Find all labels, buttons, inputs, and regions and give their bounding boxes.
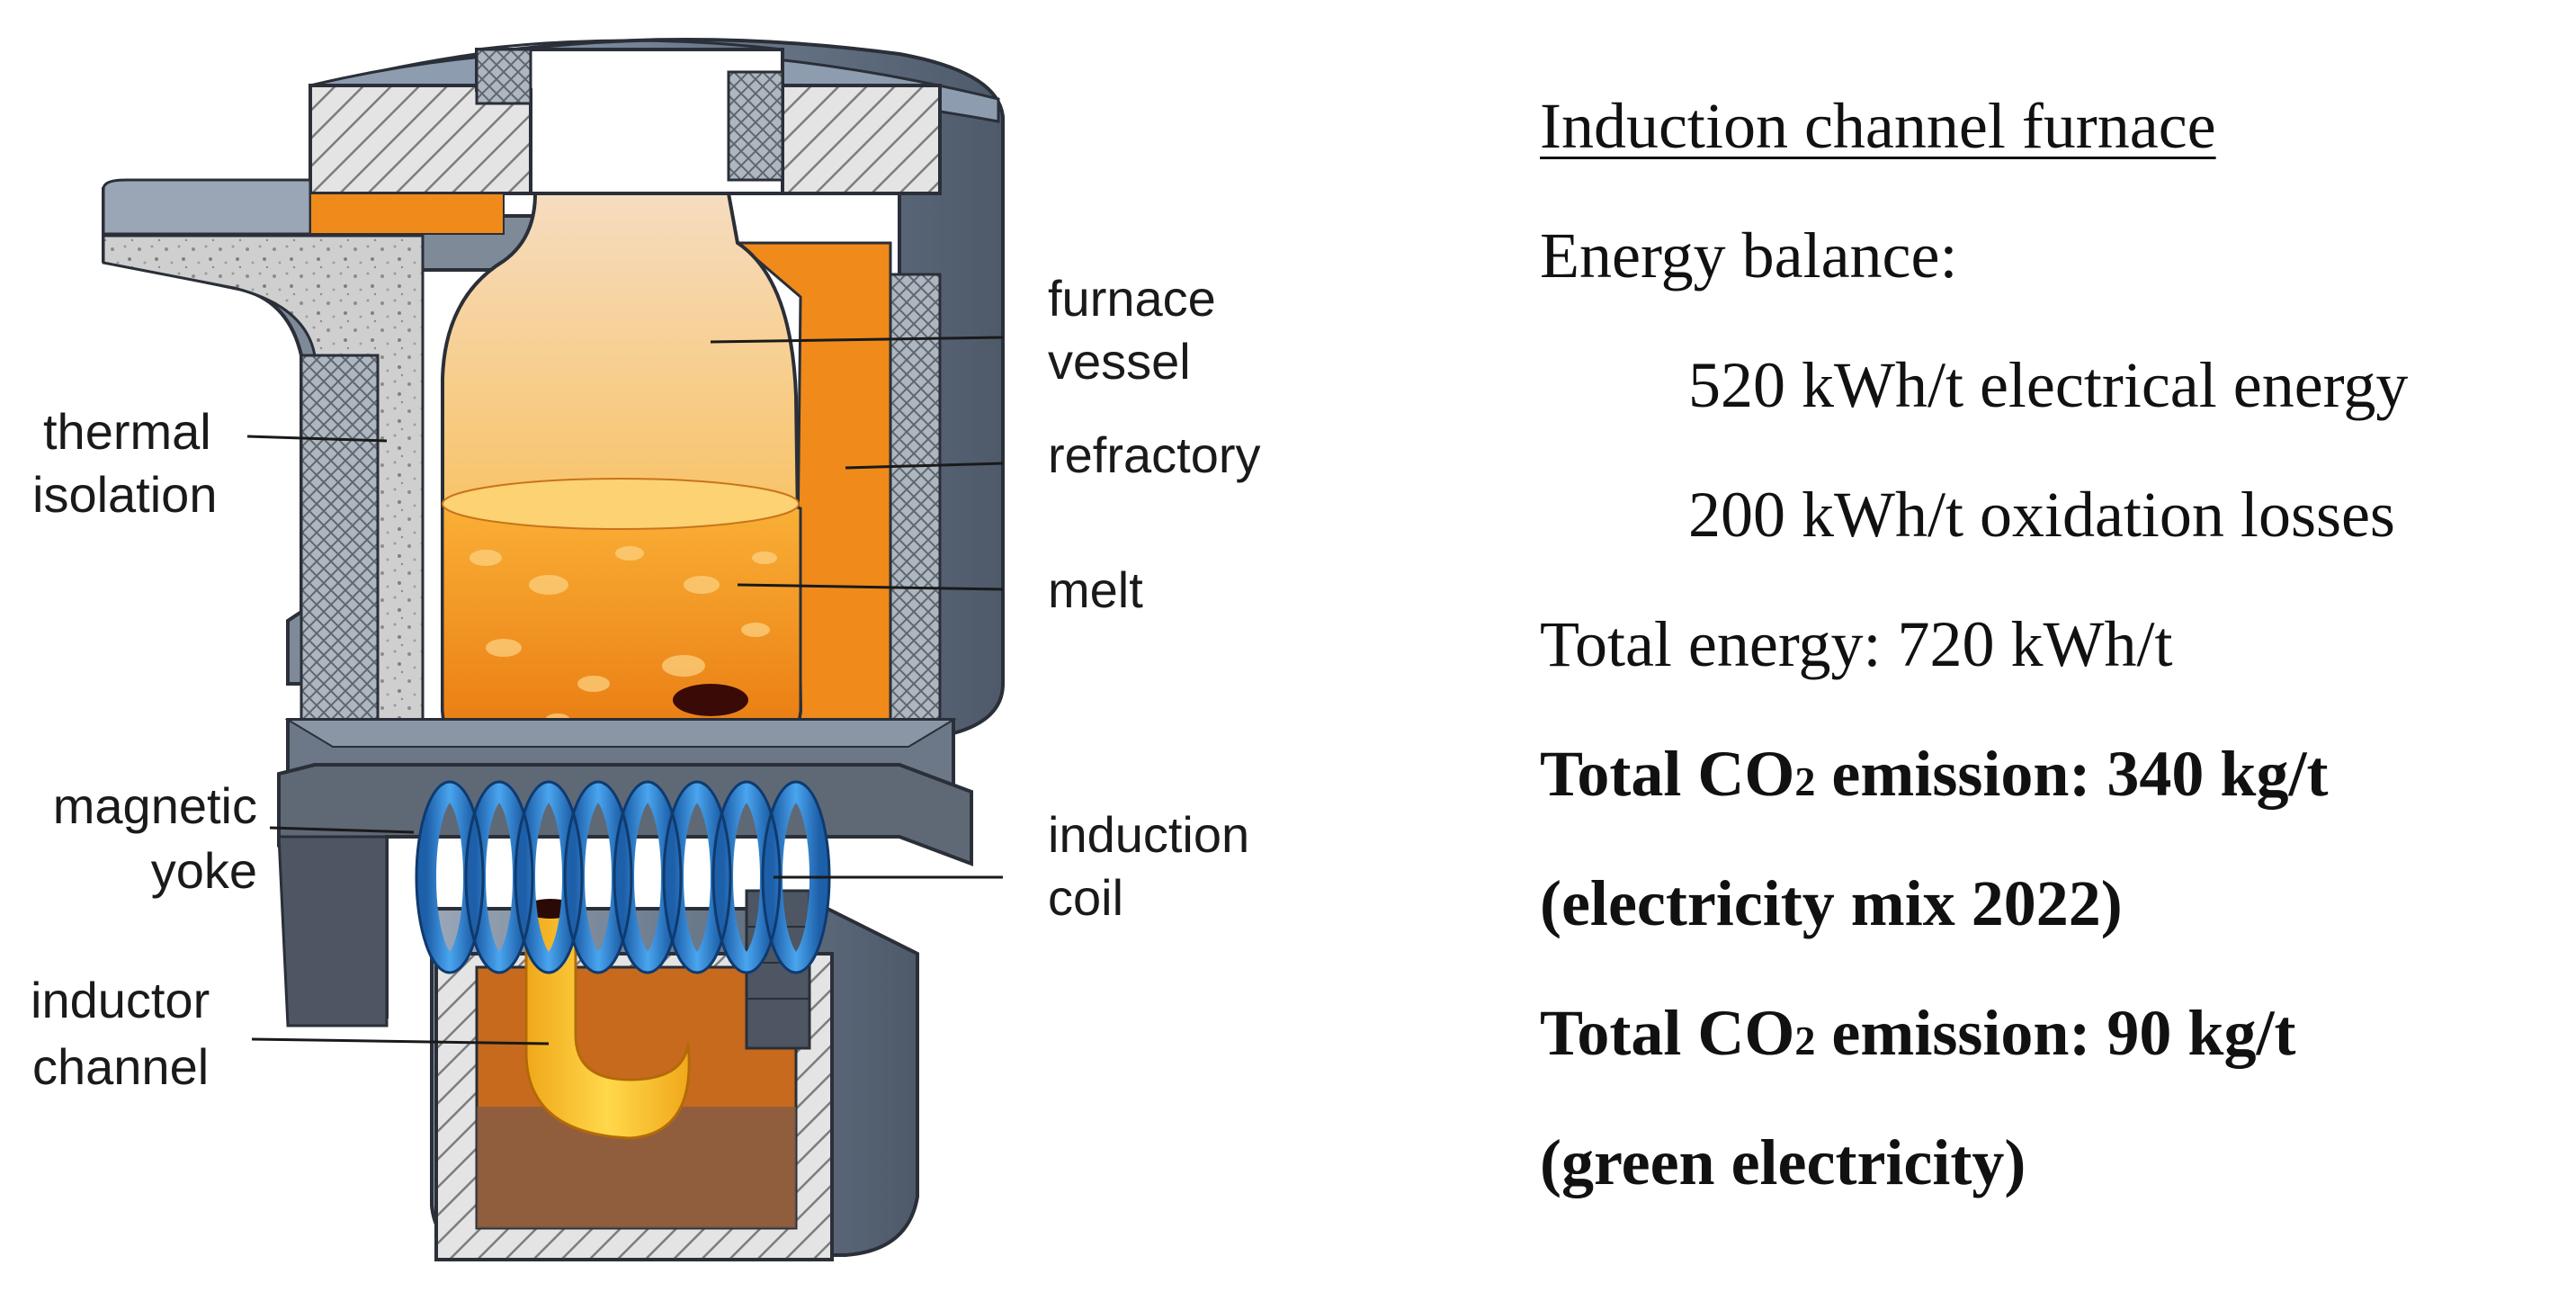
label-furnace-vessel-line1: furnace	[1048, 270, 1216, 327]
label-inductor-channel-line1: inductor	[31, 972, 210, 1028]
label-furnace-vessel-line2: vessel	[1048, 333, 1191, 390]
label-induction-coil-line2: coil	[1048, 869, 1124, 926]
label-thermal-isolation-line1: thermal	[43, 403, 211, 460]
co2-green-subscript: 2	[1794, 1018, 1816, 1063]
furnace-cutaway-illustration	[102, 38, 1005, 1261]
co2-emission-green-line: Total CO2 emission: 90 kg/t	[1540, 992, 2295, 1081]
label-inductor-channel-line2: channel	[32, 1038, 210, 1095]
co2-green-prefix: Total CO	[1540, 997, 1795, 1069]
label-thermal-isolation-line2: isolation	[32, 466, 218, 523]
panel-title-text: Induction channel furnace	[1540, 90, 2216, 162]
co2-emission-mix-note: (electricity mix 2022)	[1540, 867, 2123, 939]
oxidation-losses-line: 200 kWh/t oxidation losses	[1688, 479, 2395, 551]
label-melt: melt	[1048, 561, 1143, 618]
label-induction-coil-line1: induction	[1048, 806, 1250, 863]
panel-title: Induction channel furnace	[1540, 85, 2216, 166]
furnace-diagram: furnace vessel refractory melt thermal i…	[31, 38, 1261, 1261]
co2-mix-prefix: Total CO	[1540, 738, 1795, 810]
co2-emission-mix-line: Total CO2 emission: 340 kg/t	[1540, 733, 2328, 822]
co2-green-suffix: emission: 90 kg/t	[1815, 997, 2296, 1069]
label-refractory: refractory	[1048, 426, 1261, 483]
co2-mix-subscript: 2	[1794, 758, 1816, 804]
co2-mix-suffix: emission: 340 kg/t	[1815, 738, 2329, 810]
energy-balance-heading: Energy balance:	[1540, 220, 1958, 292]
electrical-energy-line: 520 kWh/t electrical energy	[1688, 349, 2409, 421]
label-magnetic-yoke-line1: magnetic	[52, 777, 257, 834]
co2-emission-green-note: (green electricity)	[1540, 1126, 2026, 1198]
label-magnetic-yoke-line2: yoke	[150, 842, 257, 899]
total-energy-line: Total energy: 720 kWh/t	[1540, 608, 2173, 680]
